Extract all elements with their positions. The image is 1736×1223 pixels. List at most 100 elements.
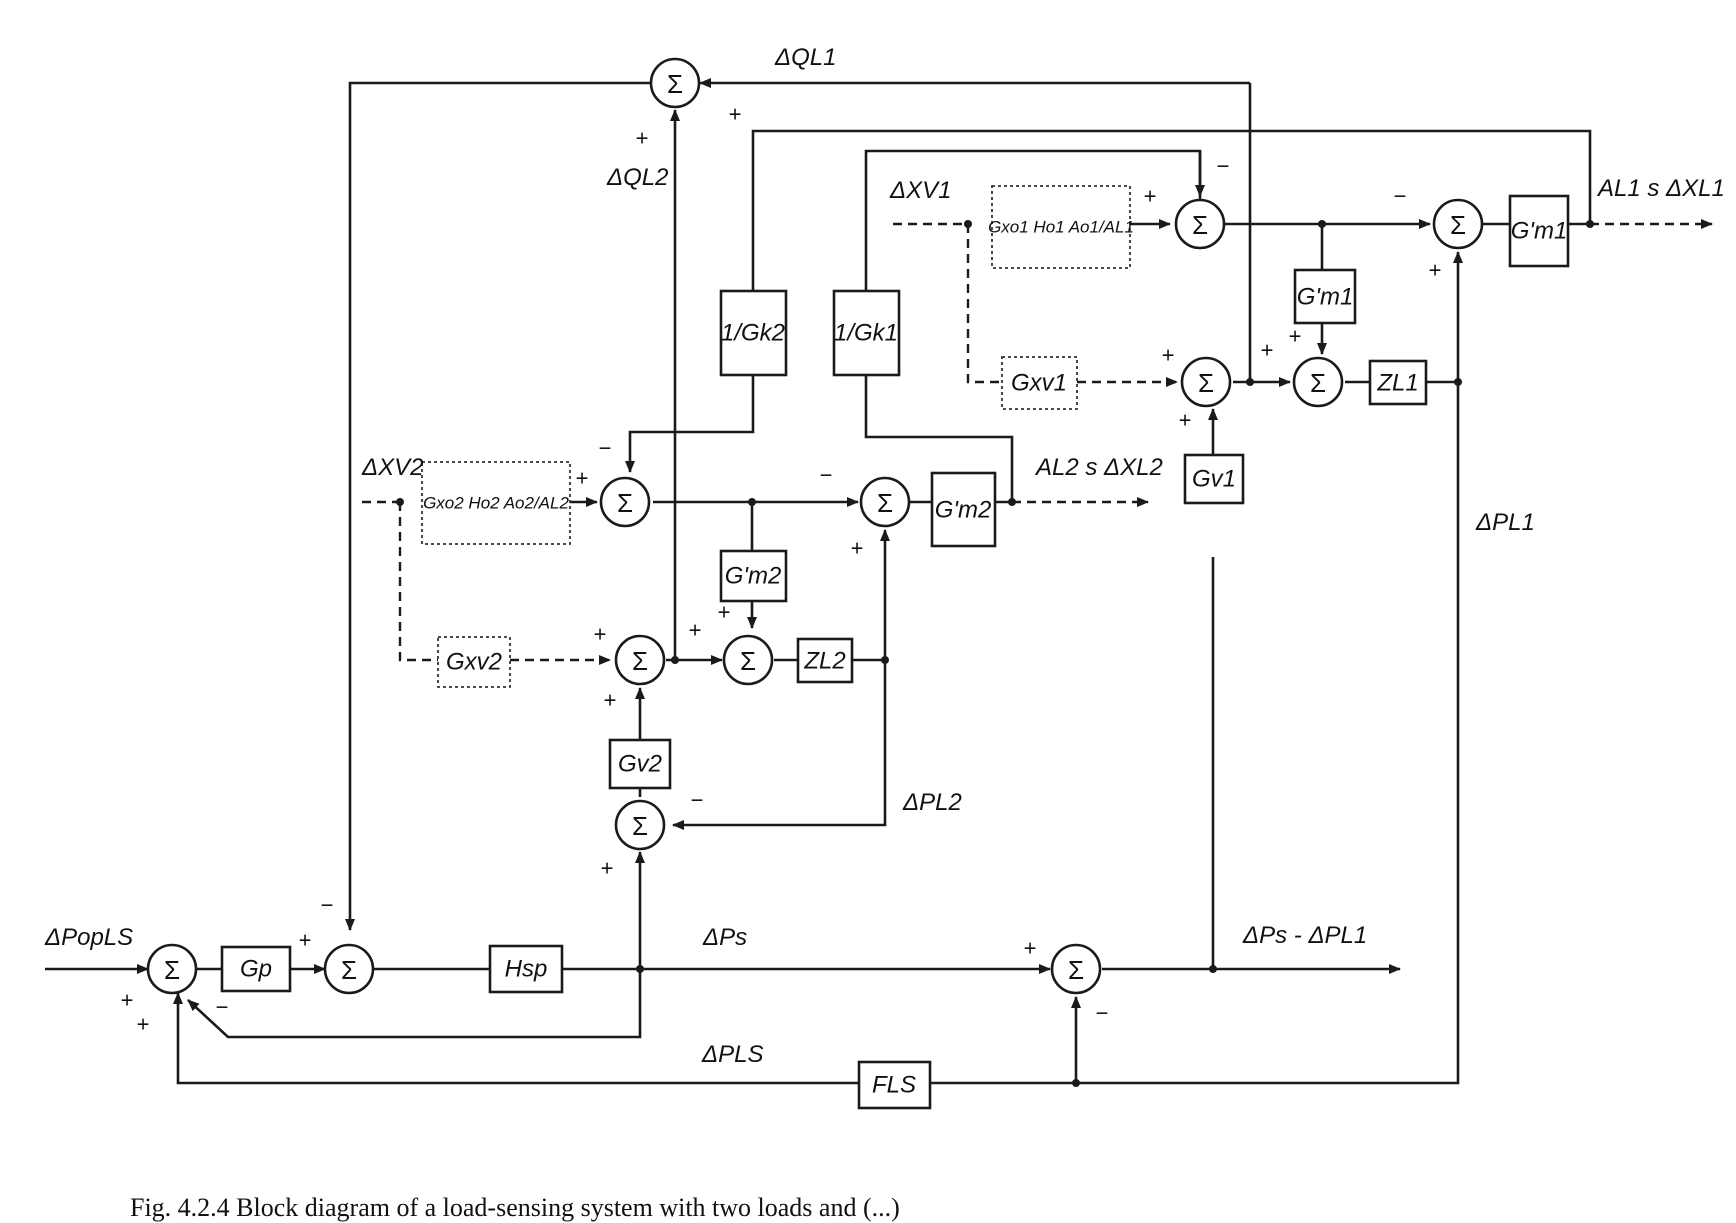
svg-text:−: − <box>216 995 229 1020</box>
svg-text:1/Gk2: 1/Gk2 <box>721 320 785 347</box>
svg-text:+: + <box>121 988 134 1013</box>
svg-text:Σ: Σ <box>1192 210 1208 240</box>
svg-text:+: + <box>299 928 312 953</box>
svg-text:+: + <box>689 618 702 643</box>
block-zl2: ZL2 <box>796 637 854 684</box>
block-gxv1: Gxv1 <box>1001 356 1078 410</box>
svg-text:Gxv2: Gxv2 <box>446 649 502 676</box>
svg-text:+: + <box>1162 343 1175 368</box>
svg-text:+: + <box>576 466 589 491</box>
svg-text:Gxv1: Gxv1 <box>1011 370 1067 397</box>
label-dxv1: ΔXV1 <box>889 177 951 204</box>
svg-text:Σ: Σ <box>740 646 756 676</box>
svg-text:Σ: Σ <box>1068 955 1084 985</box>
sum-junction-q: Σ <box>649 57 701 109</box>
sum-junction-z2: Σ <box>722 634 774 686</box>
svg-text:+: + <box>1024 936 1037 961</box>
block-inv-gk2: 1/Gk2 <box>719 289 788 377</box>
svg-text:Gv2: Gv2 <box>618 751 662 778</box>
sum-junctions: Σ Σ Σ Σ Σ Σ Σ Σ Σ Σ Σ Σ Σ <box>146 57 1484 995</box>
sum-junction-pump: Σ <box>323 943 375 995</box>
svg-text:+: + <box>1179 408 1192 433</box>
svg-text:1/Gk1: 1/Gk1 <box>834 320 898 347</box>
svg-text:+: + <box>1261 338 1274 363</box>
svg-text:Hsp: Hsp <box>505 956 548 983</box>
label-dps: ΔPs <box>702 924 747 951</box>
block-gm2-feedback: G'm2 <box>719 549 788 603</box>
svg-text:+: + <box>137 1012 150 1037</box>
svg-text:+: + <box>601 856 614 881</box>
svg-text:−: − <box>599 436 612 461</box>
label-al1sdxl1: AL1 s ΔXL1 <box>1596 175 1725 202</box>
sum-junction-valve1: Σ <box>1174 198 1226 250</box>
svg-text:−: − <box>1217 154 1230 179</box>
svg-text:−: − <box>321 893 334 918</box>
svg-text:Σ: Σ <box>164 955 180 985</box>
svg-text:Σ: Σ <box>1310 368 1326 398</box>
svg-text:Σ: Σ <box>341 955 357 985</box>
svg-text:+: + <box>718 600 731 625</box>
block-zl1: ZL1 <box>1368 359 1428 406</box>
label-dps-minus-dpl1: ΔPs - ΔPL1 <box>1242 922 1367 949</box>
sum-junction-flow2: Σ <box>614 634 666 686</box>
svg-text:Gxo1 Ho1 Ao1/AL1: Gxo1 Ho1 Ao1/AL1 <box>988 218 1134 237</box>
svg-text:G'm1: G'm1 <box>1297 284 1354 311</box>
label-dpl1: ΔPL1 <box>1475 509 1535 536</box>
sum-junction-supply: Σ <box>1050 943 1102 995</box>
transfer-blocks: Gxo1 Ho1 Ao1/AL1 Gxo2 Ho2 Ao2/AL2 Gxv1 G… <box>220 185 1570 1110</box>
svg-text:Σ: Σ <box>1450 210 1466 240</box>
svg-text:Gxo2 Ho2 Ao2/AL2: Gxo2 Ho2 Ao2/AL2 <box>423 494 569 513</box>
signal-labels: ΔQL1 ΔQL2 ΔXV1 ΔXV2 AL1 s ΔXL1 AL2 s ΔXL… <box>44 44 1725 1068</box>
svg-text:+: + <box>1289 324 1302 349</box>
svg-text:Gv1: Gv1 <box>1192 466 1236 493</box>
svg-text:G'm2: G'm2 <box>935 497 992 524</box>
label-dql2: ΔQL2 <box>606 164 668 191</box>
label-dpopls: ΔPopLS <box>44 924 133 951</box>
svg-text:+: + <box>604 688 617 713</box>
svg-text:Σ: Σ <box>632 811 648 841</box>
block-gx02: Gxo2 Ho2 Ao2/AL2 <box>421 461 571 545</box>
svg-text:Σ: Σ <box>667 69 683 99</box>
label-dql1: ΔQL1 <box>774 44 836 71</box>
block-gv2: Gv2 <box>608 738 672 790</box>
svg-text:+: + <box>594 622 607 647</box>
label-dxv2: ΔXV2 <box>361 454 423 481</box>
svg-text:−: − <box>1096 1001 1109 1026</box>
sum-junction-valve2: Σ <box>599 476 651 528</box>
block-gm1-feedback: G'm1 <box>1293 268 1357 325</box>
figure-caption: Fig. 4.2.4 Block diagram of a load-sensi… <box>130 1193 900 1222</box>
sum-junction-out1: Σ <box>1432 198 1484 250</box>
block-hsp: Hsp <box>488 944 564 994</box>
svg-text:+: + <box>851 536 864 561</box>
svg-text:G'm2: G'm2 <box>725 563 782 590</box>
svg-text:ZL2: ZL2 <box>803 648 845 675</box>
svg-text:−: − <box>820 463 833 488</box>
block-gp: Gp <box>220 945 292 993</box>
svg-text:G'm1: G'm1 <box>1511 218 1568 245</box>
junction-dots <box>396 220 1594 1087</box>
block-gxv2: Gxv2 <box>437 636 511 688</box>
svg-text:Σ: Σ <box>877 488 893 518</box>
svg-text:Σ: Σ <box>632 646 648 676</box>
label-al2sdxl2: AL2 s ΔXL2 <box>1034 454 1163 481</box>
svg-text:Gp: Gp <box>240 956 272 983</box>
sum-junction-flow1: Σ <box>1180 356 1232 408</box>
block-gm2: G'm2 <box>930 471 997 548</box>
sum-junction-z1: Σ <box>1292 356 1344 408</box>
block-gv1: Gv1 <box>1183 453 1245 505</box>
block-fls: FLS <box>857 1060 932 1110</box>
svg-text:+: + <box>1429 258 1442 283</box>
svg-text:Σ: Σ <box>617 488 633 518</box>
svg-text:+: + <box>636 126 649 151</box>
junction-signs: + + − + − + + + + + − + − + + + + + − + … <box>121 102 1442 1037</box>
svg-text:+: + <box>729 102 742 127</box>
svg-text:+: + <box>1144 184 1157 209</box>
svg-text:FLS: FLS <box>872 1072 916 1099</box>
svg-text:−: − <box>1394 184 1407 209</box>
sum-junction-pressure2: Σ <box>614 799 666 851</box>
svg-text:ZL1: ZL1 <box>1376 370 1418 397</box>
sum-junction-out2: Σ <box>859 476 911 528</box>
block-gm1: G'm1 <box>1508 194 1570 268</box>
label-dpls: ΔPLS <box>701 1041 763 1068</box>
